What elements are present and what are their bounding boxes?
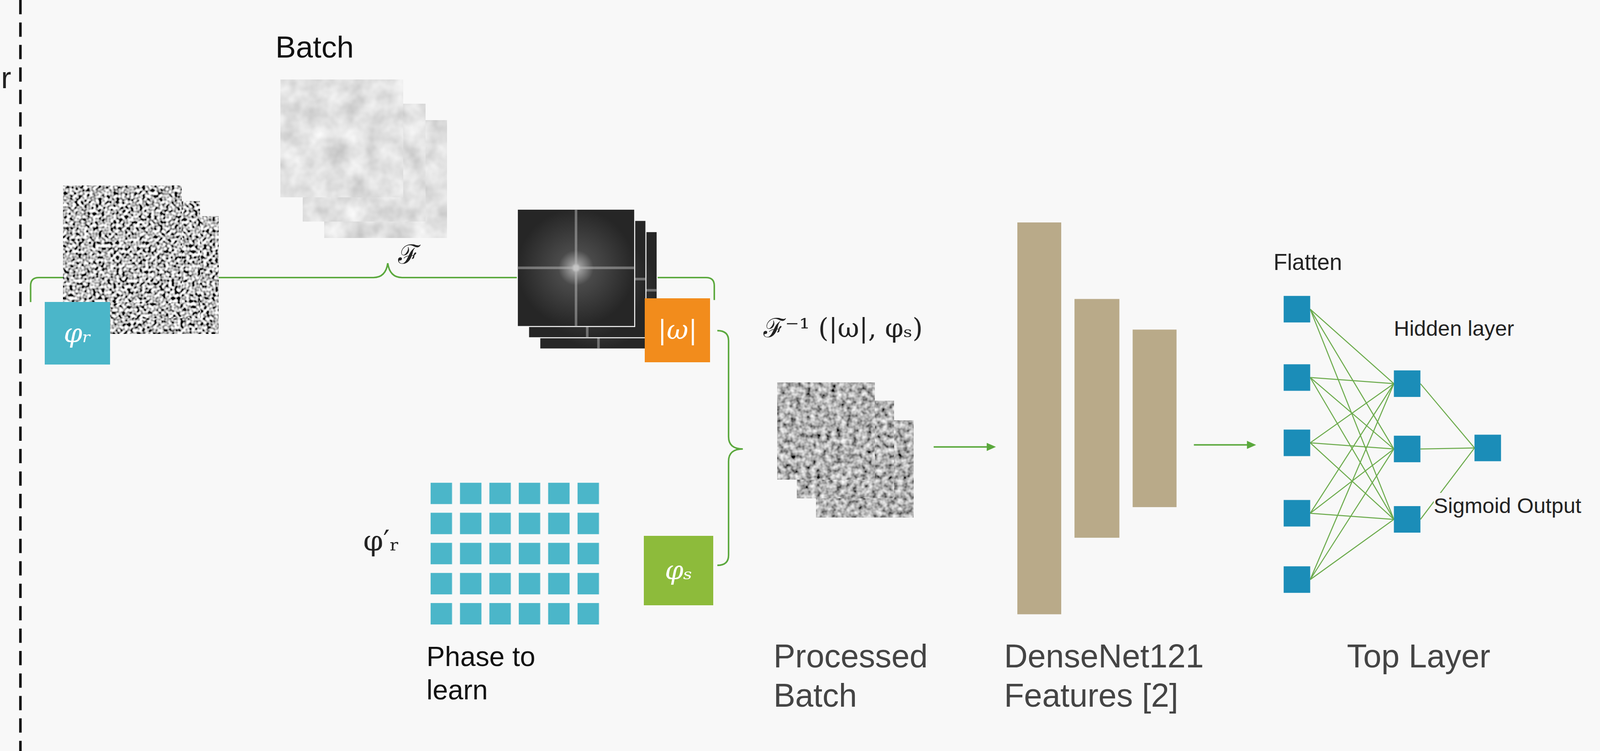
network-link: [1420, 383, 1475, 448]
output-unit: [1474, 434, 1501, 462]
arrow-head: [986, 442, 996, 451]
input-unit: [1283, 295, 1311, 323]
phase-grid: [430, 482, 600, 626]
input-unit: [1283, 429, 1311, 456]
feature-block: [1132, 329, 1177, 507]
magnitude-box: |ω|: [644, 298, 711, 363]
group-title: Batch: [275, 28, 354, 66]
hidden-unit: [1394, 370, 1421, 397]
caption-label: Phase to learn: [426, 639, 590, 706]
flow-arrow: [933, 446, 988, 448]
feature-block: [1017, 222, 1062, 615]
arrow-head: [1247, 440, 1257, 449]
cut-label: r: [0, 59, 11, 96]
processed-image: [777, 382, 875, 480]
phase-image: [63, 185, 182, 304]
network-links: [1310, 309, 1475, 580]
layer-label: Flatten: [1273, 248, 1343, 276]
formula-label: ℱ⁻¹ (|ω|, φₛ): [763, 312, 923, 345]
node-label: |ω|: [657, 315, 698, 345]
spectrum-stack: [517, 209, 658, 349]
phase-box: φₛ: [643, 535, 714, 606]
divider-line: [19, 0, 22, 751]
network-link: [1310, 383, 1394, 580]
phase-box: φᵣ: [44, 301, 111, 364]
input-unit: [1283, 566, 1311, 593]
spectrum-image: [517, 209, 635, 327]
densenet-blocks: [1017, 222, 1177, 615]
layer-label: Hidden layer: [1394, 315, 1515, 342]
node-label: φᵣ: [63, 318, 92, 348]
flow-arrow: [1194, 443, 1248, 446]
network-link: [1310, 377, 1394, 384]
network-link: [1310, 377, 1394, 519]
operator-label: ℱ: [398, 238, 421, 271]
symbol-label: φ′ᵣ: [363, 523, 400, 558]
network-link: [1310, 309, 1394, 449]
network-link: [1310, 448, 1394, 580]
network-link: [1420, 447, 1475, 449]
hidden-unit: [1394, 435, 1421, 463]
feature-block: [1074, 298, 1120, 538]
batch-image: [280, 79, 404, 197]
layer-label: Sigmoid Output: [1433, 492, 1582, 519]
caption-label: Top Layer: [1347, 636, 1491, 676]
network-link: [1310, 519, 1394, 580]
caption-label: DenseNet121 Features [2]: [1004, 636, 1249, 716]
input-unit: [1283, 500, 1311, 527]
input-unit: [1283, 363, 1311, 391]
batch-stack: [280, 79, 448, 238]
network-link: [1310, 309, 1394, 384]
network-link: [1310, 383, 1394, 514]
node-label: φₛ: [664, 555, 693, 585]
caption-label: Processed Batch: [773, 636, 978, 716]
processed-stack: [777, 382, 914, 518]
merge-brace: [717, 330, 743, 566]
spectrum-axis: [574, 209, 578, 327]
hidden-unit: [1394, 505, 1421, 533]
